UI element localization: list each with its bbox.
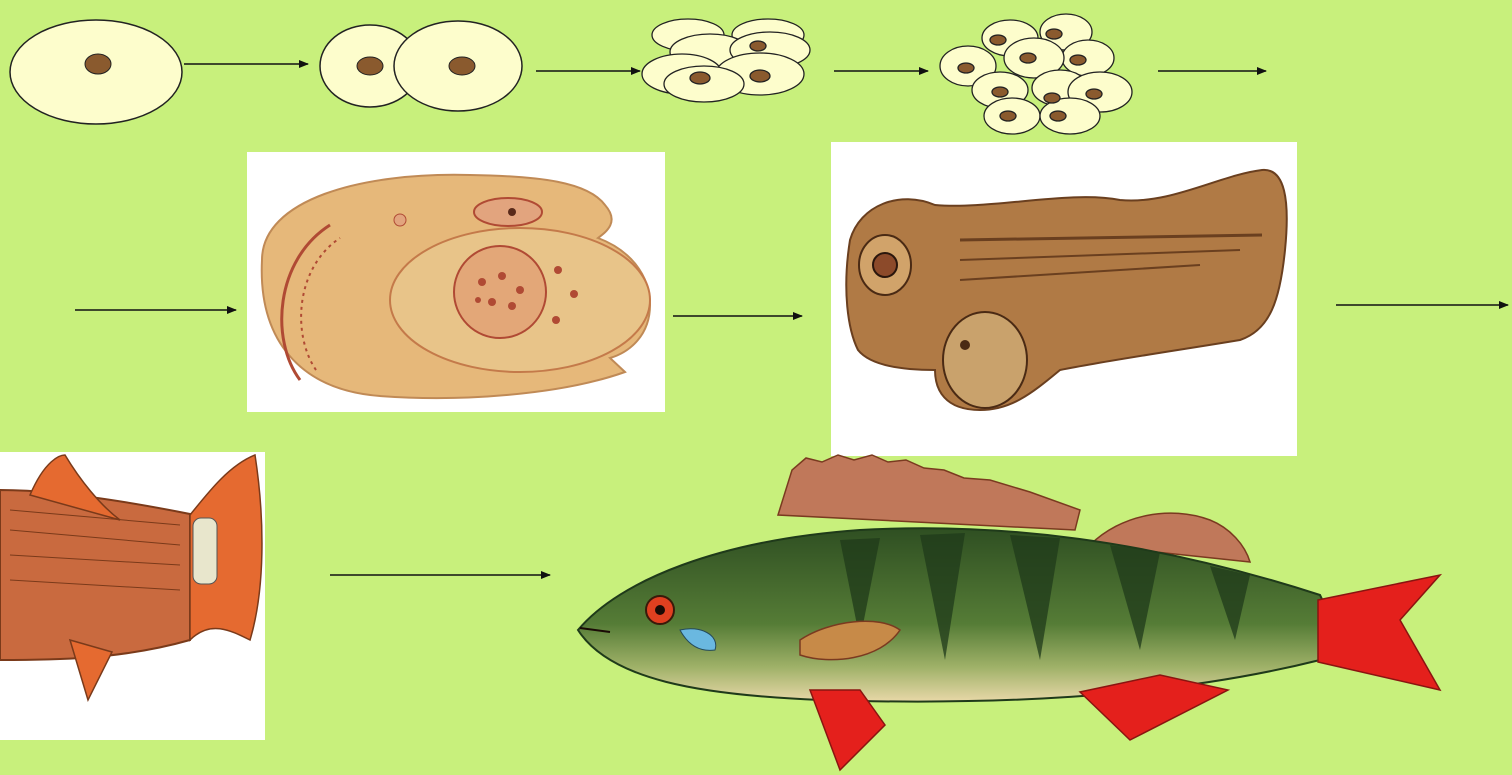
stage-two-cells (320, 21, 522, 111)
stage-larva (831, 142, 1297, 456)
stage-zygote (10, 20, 182, 124)
stage-fry (0, 452, 265, 740)
stage-multi-cells (940, 14, 1132, 134)
stage-four-cells (642, 19, 810, 102)
stage-adult-perch (578, 455, 1440, 770)
nucleus (85, 54, 111, 74)
stage-embryo-on-yolk (247, 152, 665, 412)
